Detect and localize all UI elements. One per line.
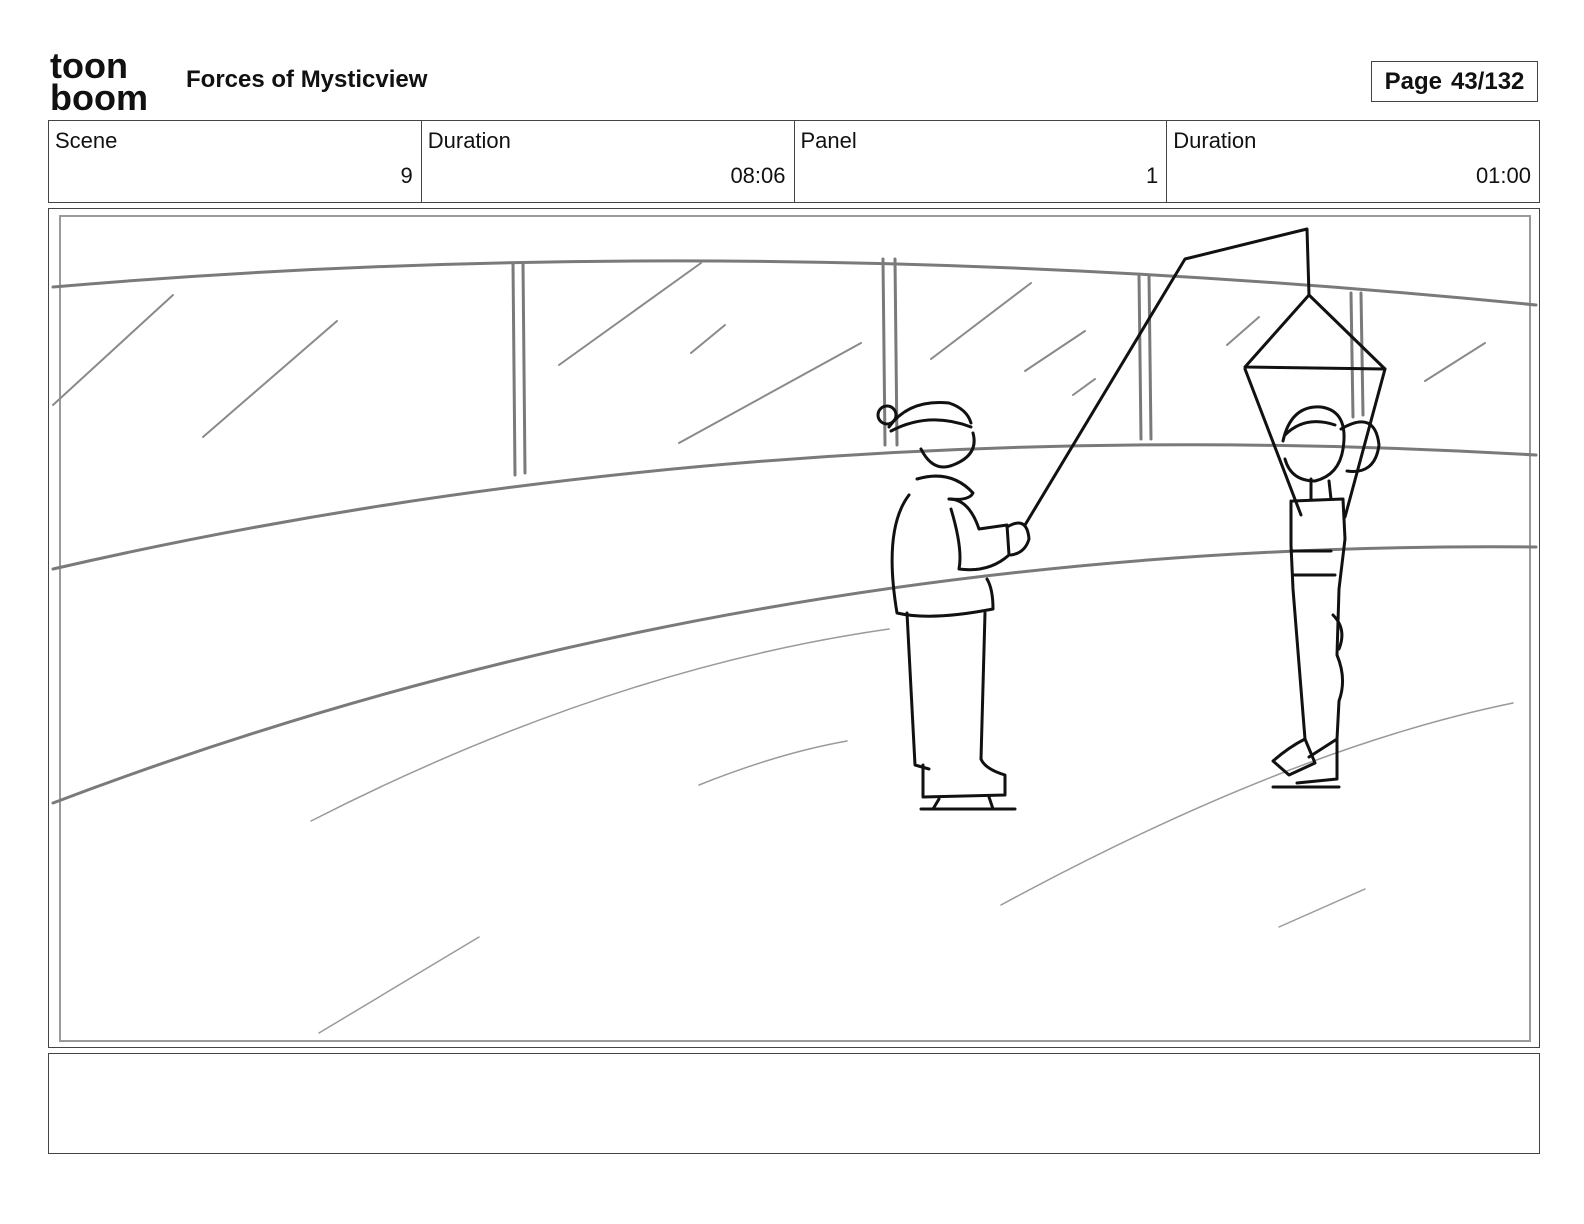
scene-duration-label: Duration xyxy=(427,128,511,153)
panel-label: Panel xyxy=(800,128,857,153)
panel-duration-label: Duration xyxy=(1173,128,1257,153)
ice-scratches xyxy=(310,628,1514,1034)
scene-info-table: Scene 9 Duration 08:06 Panel 1 Duration … xyxy=(48,120,1540,203)
scene-cell: Scene 9 xyxy=(49,121,422,202)
page-indicator: Page 43/132 xyxy=(1371,61,1538,102)
scene-duration-value: 08:06 xyxy=(730,163,786,188)
panel-duration-value: 01:00 xyxy=(1475,163,1531,188)
rink-boards xyxy=(51,257,1538,805)
storyboard-panel xyxy=(48,208,1540,1048)
scene-label: Scene xyxy=(55,128,118,153)
panel-sketch xyxy=(51,215,1538,1042)
kite-sketch xyxy=(1023,227,1387,527)
panel-notes-box[interactable] xyxy=(48,1053,1540,1154)
toonboom-logo: toon boom xyxy=(50,50,148,112)
panel-cell: Panel 1 xyxy=(795,121,1168,202)
boy-skater-sketch xyxy=(876,401,1031,811)
glass-reflections xyxy=(52,262,1486,444)
project-title: Forces of Mysticview xyxy=(186,66,428,93)
logo-line2: boom xyxy=(50,77,148,112)
safe-frame xyxy=(59,215,1531,1042)
page-number: 43/132 xyxy=(1450,67,1525,95)
panel-duration-cell: Duration 01:00 xyxy=(1167,121,1539,202)
scene-value: 9 xyxy=(400,163,413,188)
logo-line1: toon xyxy=(50,50,128,86)
scene-duration-cell: Duration 08:06 xyxy=(422,121,795,202)
page-label: Page xyxy=(1384,67,1442,95)
panel-value: 1 xyxy=(1146,163,1159,188)
girl-skater-sketch xyxy=(1271,405,1381,789)
